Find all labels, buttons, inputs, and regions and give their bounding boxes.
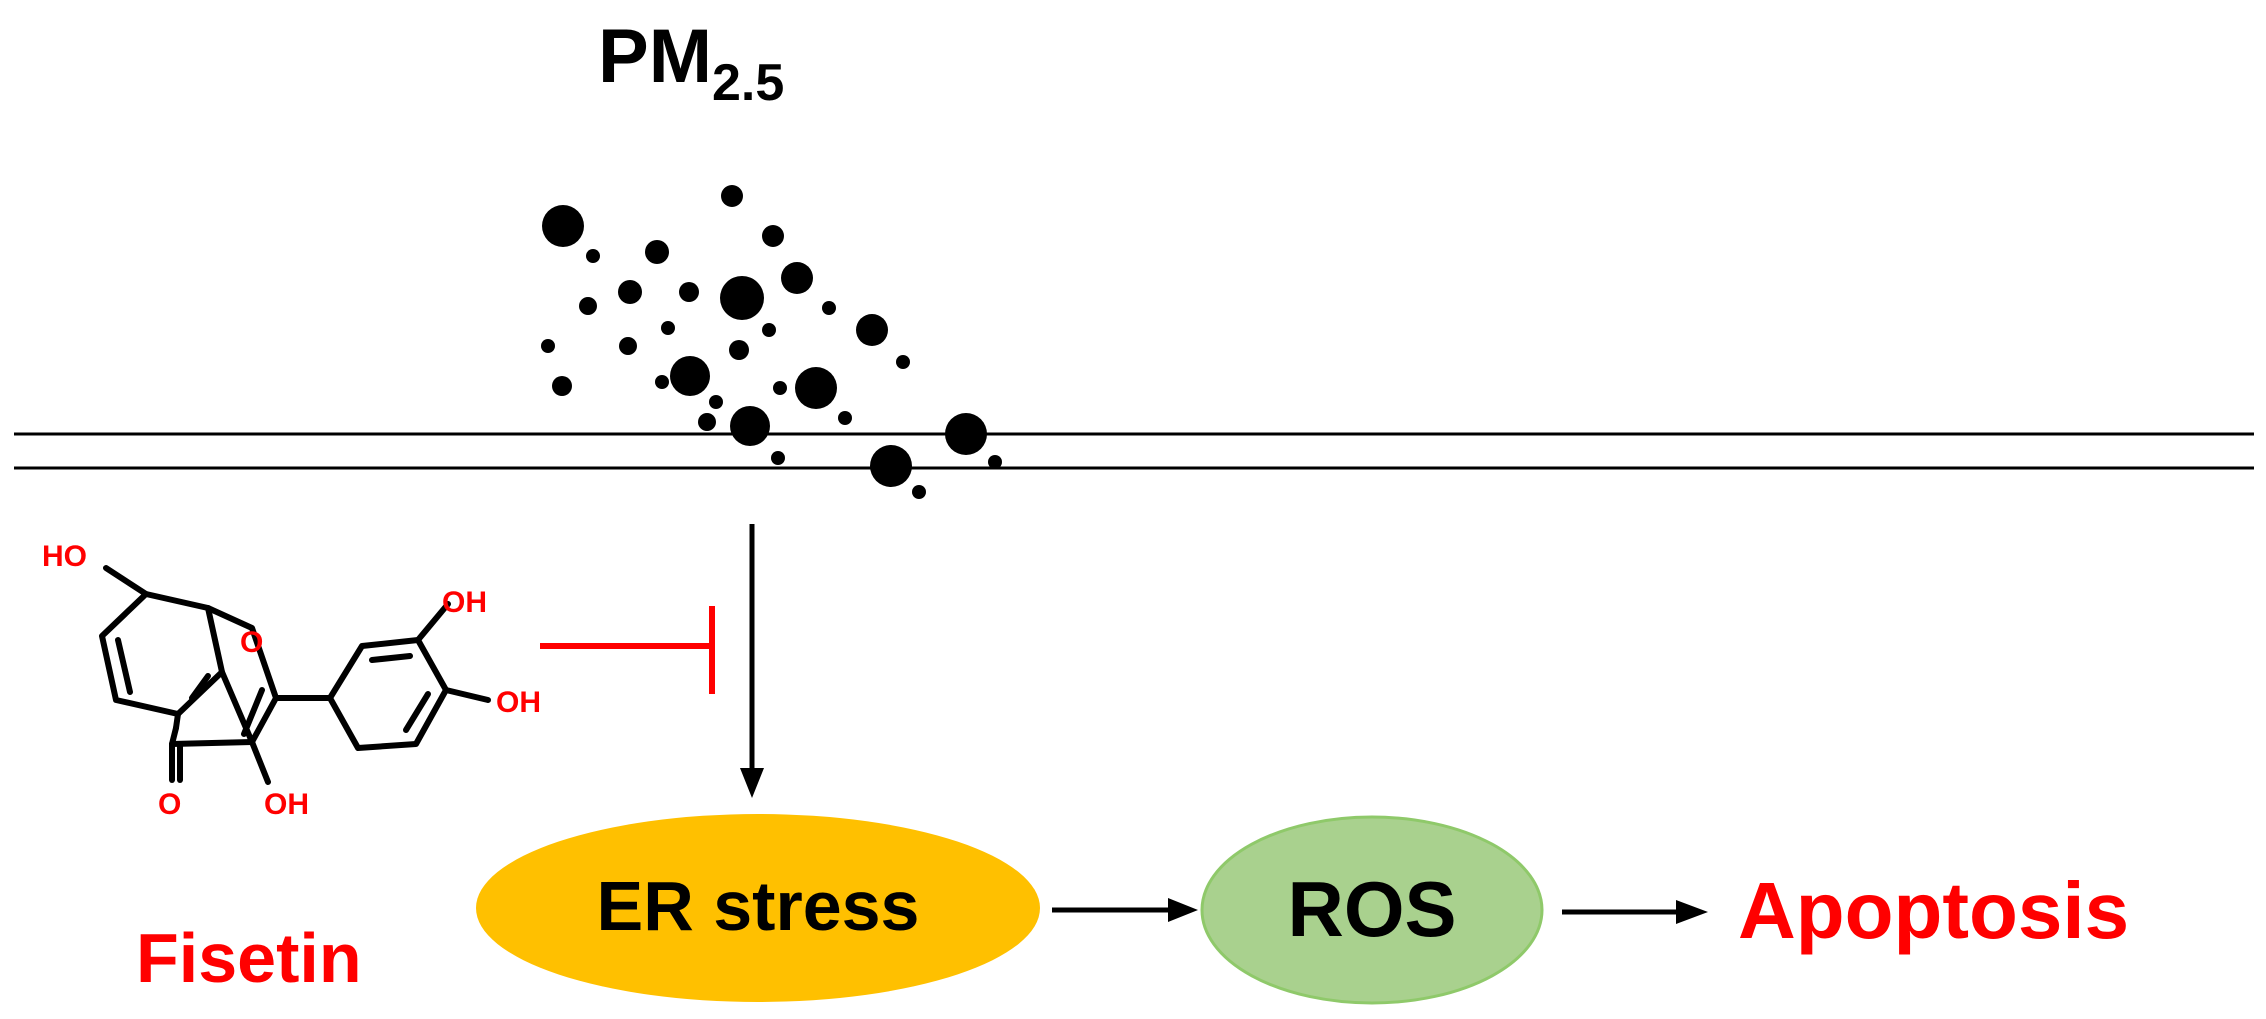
particle	[655, 375, 669, 389]
particle	[762, 323, 776, 337]
pm-particles	[541, 185, 1002, 499]
fisetin-structure	[99, 565, 491, 785]
particle	[795, 367, 837, 409]
atom-o-carbonyl: O	[158, 788, 181, 821]
atom-oh-bottom: OH	[264, 788, 309, 821]
pm-label: PM	[598, 14, 712, 99]
fisetin-heteroatoms: HO O OH OH O OH	[42, 540, 541, 821]
arrowhead-right-1	[1168, 898, 1198, 922]
particle	[720, 276, 764, 320]
particle	[856, 314, 888, 346]
arrowhead-right-2	[1676, 900, 1708, 924]
particle	[645, 240, 669, 264]
particle	[721, 185, 743, 207]
pm-subscript: 2.5	[712, 54, 784, 112]
apoptosis-label: Apoptosis	[1738, 866, 2129, 955]
particle	[661, 321, 675, 335]
particle	[709, 395, 723, 409]
particle	[541, 339, 555, 353]
atom-oh-top: OH	[442, 586, 487, 619]
particle	[773, 381, 787, 395]
particle	[619, 337, 637, 355]
particle	[822, 301, 836, 315]
atom-oh-right: OH	[496, 686, 541, 719]
particle	[542, 205, 584, 247]
particle	[912, 485, 926, 499]
fisetin-label: Fisetin	[136, 919, 362, 997]
particle	[618, 280, 642, 304]
particle	[896, 355, 910, 369]
particle	[988, 455, 1002, 469]
arrowhead-down	[740, 768, 764, 798]
particle	[781, 262, 813, 294]
particle	[870, 445, 912, 487]
particle	[838, 411, 852, 425]
pm25-title: PM2.5	[598, 14, 784, 112]
er-stress-label: ER stress	[597, 867, 920, 945]
particle	[586, 249, 600, 263]
atom-o-ring: O	[240, 626, 263, 659]
particle	[729, 340, 749, 360]
particle	[579, 297, 597, 315]
atom-ho-top: HO	[42, 540, 87, 573]
particle	[698, 413, 716, 431]
particle	[771, 451, 785, 465]
particle	[730, 406, 770, 446]
particle	[670, 356, 710, 396]
particle	[552, 376, 572, 396]
particle	[762, 225, 784, 247]
particle	[945, 413, 987, 455]
er-stress-node	[476, 814, 1040, 1002]
ros-label: ROS	[1287, 865, 1456, 953]
ros-node	[1200, 815, 1544, 1005]
particle	[679, 282, 699, 302]
